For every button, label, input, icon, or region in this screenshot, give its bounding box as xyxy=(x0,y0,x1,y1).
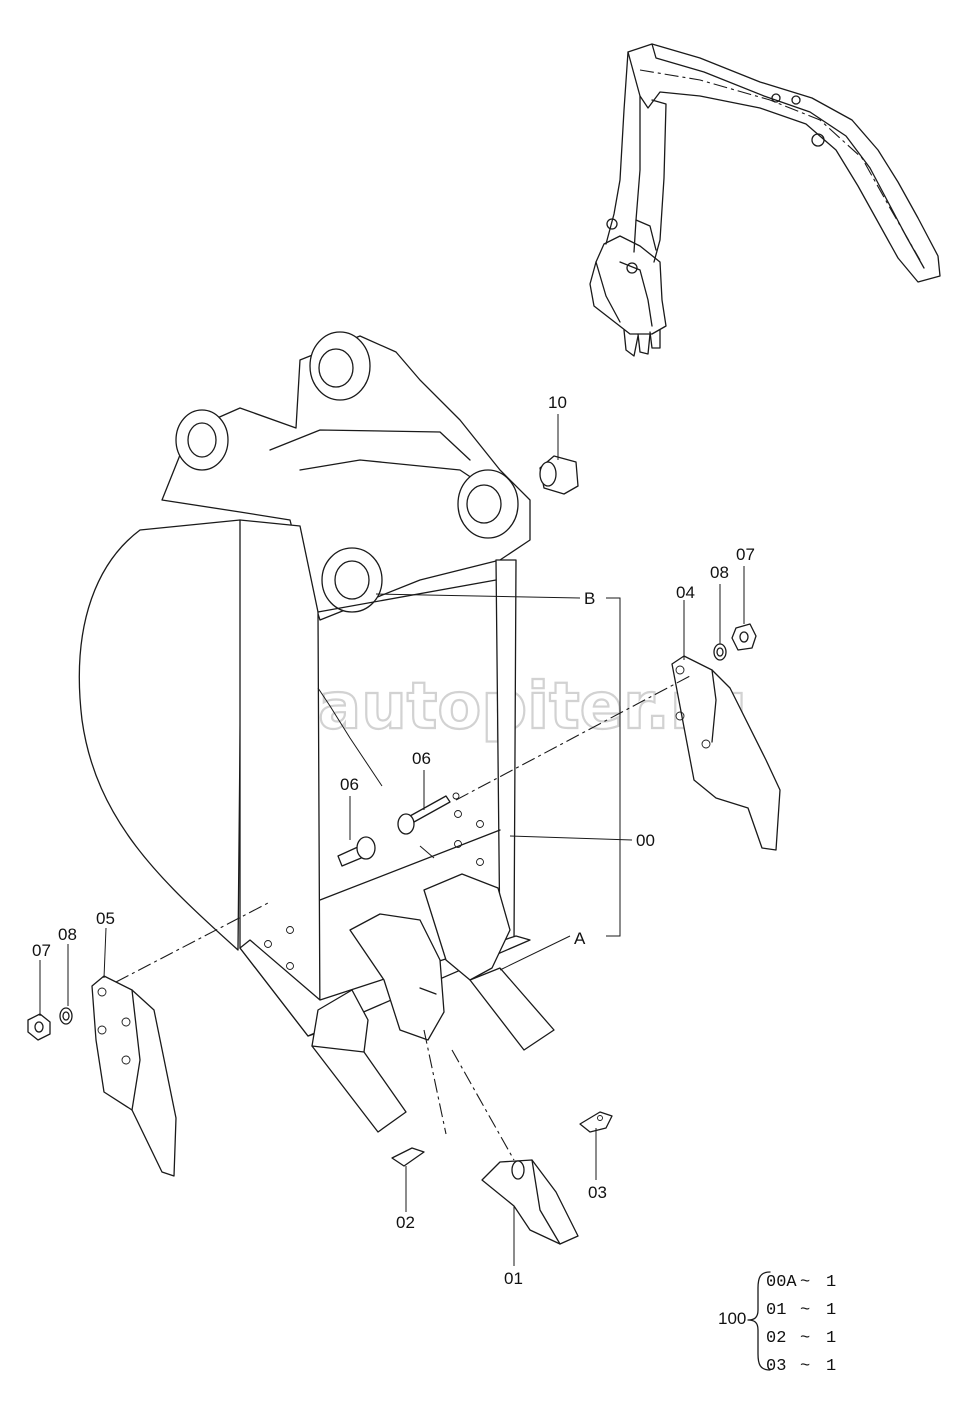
kit-row-part: 03 xyxy=(766,1357,786,1376)
pin-boss-top-right xyxy=(309,331,371,401)
part-04-side-cutter xyxy=(671,655,781,851)
excavator-arm-inset xyxy=(589,43,941,357)
part-06-bolt-lower xyxy=(337,836,376,867)
kit-row-sep: ~ xyxy=(800,1329,810,1348)
part-08-washer-right xyxy=(713,643,727,661)
tooth-adapter-right xyxy=(423,873,555,1051)
pin-boss-lower xyxy=(321,547,383,613)
kit-row: 01 ~ 1 xyxy=(766,1301,836,1320)
tooth-adapter-center xyxy=(349,913,445,1041)
kit-row: 03 ~ 1 xyxy=(766,1357,836,1376)
part-02-pin xyxy=(391,1147,425,1167)
part-07-nut-left xyxy=(27,1013,51,1041)
part-10-bushing xyxy=(539,455,579,495)
label-A: A xyxy=(574,929,586,948)
kit-group-number: 100 xyxy=(718,1309,746,1328)
kit-brace xyxy=(747,1271,771,1371)
label-10: 10 xyxy=(548,393,567,412)
part-08-washer-left xyxy=(59,1007,73,1025)
label-B: B xyxy=(584,589,595,608)
part-05-side-cutter xyxy=(91,975,177,1177)
part-01-tooth xyxy=(481,1159,579,1245)
kit-row-qty: 1 xyxy=(826,1357,836,1376)
leader-lines xyxy=(39,414,745,1266)
label-05: 05 xyxy=(96,909,115,928)
label-04: 04 xyxy=(676,583,695,602)
label-06-lower: 06 xyxy=(340,775,359,794)
part-07-nut-right xyxy=(731,623,757,651)
label-03: 03 xyxy=(588,1183,607,1202)
kit-row-sep: ~ xyxy=(800,1357,810,1376)
part-labels: 10 08 07 04 B 06 06 00 05 08 07 A 02 03 … xyxy=(32,393,755,1288)
kit-row-qty: 1 xyxy=(826,1273,836,1292)
kit-row: 02 ~ 1 xyxy=(766,1329,836,1348)
kit-row: 00A ~ 1 xyxy=(766,1273,836,1292)
pin-boss-top-left xyxy=(175,409,229,471)
pin-boss-mid-right xyxy=(457,469,519,539)
kit-row-part: 01 xyxy=(766,1301,786,1320)
label-00: 00 xyxy=(636,831,655,850)
kit-row-sep: ~ xyxy=(800,1273,810,1292)
alignment-lines xyxy=(115,675,691,1161)
kit-row-qty: 1 xyxy=(826,1301,836,1320)
label-08-right: 08 xyxy=(710,563,729,582)
kit-row-part: 00A xyxy=(766,1273,797,1292)
bucket-assembly xyxy=(78,331,555,1133)
kit-row-qty: 1 xyxy=(826,1329,836,1348)
label-08-left: 08 xyxy=(58,925,77,944)
part-03-lock xyxy=(579,1111,613,1133)
part-06-bolt-upper xyxy=(397,792,460,835)
kit-row-sep: ~ xyxy=(800,1301,810,1320)
label-06-upper: 06 xyxy=(412,749,431,768)
kit-table: 100 00A ~ 1 01 ~ 1 02 ~ 1 03 ~ 1 xyxy=(718,1271,836,1376)
label-01: 01 xyxy=(504,1269,523,1288)
label-07-left: 07 xyxy=(32,941,51,960)
label-02: 02 xyxy=(396,1213,415,1232)
label-07-right: 07 xyxy=(736,545,755,564)
tooth-adapter-left xyxy=(311,989,407,1133)
kit-row-part: 02 xyxy=(766,1329,786,1348)
